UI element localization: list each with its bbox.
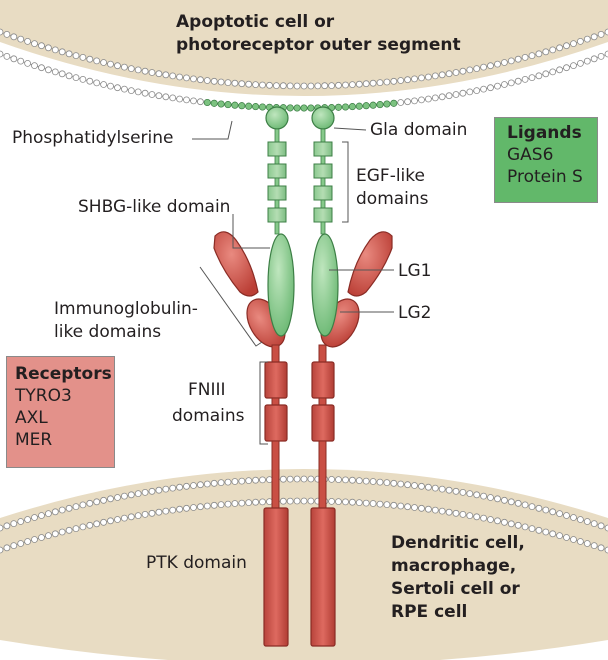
receptor-item-tyro3: TYRO3 xyxy=(15,386,72,406)
receptor-right xyxy=(310,231,393,647)
fniii-domain-left-2 xyxy=(264,404,288,442)
receptor-left xyxy=(213,231,289,647)
egf-domain-right-2 xyxy=(313,163,333,179)
lg-domains-left xyxy=(267,233,295,337)
bottom-cell-label-line2: macrophage, xyxy=(391,556,517,576)
fniii-domain-right-2 xyxy=(311,404,335,442)
lg-domains-right xyxy=(311,233,339,337)
fniii-domain-left-1 xyxy=(264,361,288,399)
top-cell-membrane xyxy=(0,0,608,112)
ligands-box: Ligands GAS6 Protein S xyxy=(494,117,598,203)
receptor-item-axl: AXL xyxy=(15,408,48,428)
receptors-box: Receptors TYRO3 AXL MER xyxy=(6,356,115,468)
egf-domain-right-4 xyxy=(313,207,333,223)
ligands-box-title: Ligands xyxy=(507,123,582,143)
shbg-label: SHBG-like domain xyxy=(78,197,231,217)
egf-domain-right-3 xyxy=(313,185,333,201)
fniii-domain-right-1 xyxy=(311,361,335,399)
ptk-domain-left xyxy=(263,507,289,647)
transmembrane-right xyxy=(318,440,327,510)
ptk-label: PTK domain xyxy=(146,553,247,573)
bracket-fniii xyxy=(259,361,268,445)
ligand-item-protein-s: Protein S xyxy=(507,167,583,187)
gla-domain-right xyxy=(311,106,335,130)
lg1-label: LG1 xyxy=(398,261,432,281)
leader-lines xyxy=(192,120,394,445)
fniii-label-line2: domains xyxy=(172,406,245,426)
gla-domain-left xyxy=(265,106,289,130)
egf-domain-left-1 xyxy=(267,141,287,157)
phosphatidylserine-dots xyxy=(203,98,398,112)
gla-domain-label: Gla domain xyxy=(370,120,468,140)
ligand-item-gas6: GAS6 xyxy=(507,145,554,165)
top-cell-label-line2: photoreceptor outer segment xyxy=(176,35,461,55)
egf-domain-left-4 xyxy=(267,207,287,223)
fniii-label-line1: FNIII xyxy=(188,380,226,400)
egf-domain-left-2 xyxy=(267,163,287,179)
bottom-cell-cytoplasm xyxy=(0,469,608,660)
bracket-ig xyxy=(199,266,263,347)
receptor-item-mer: MER xyxy=(15,430,53,450)
ig-domain-left-outer xyxy=(213,231,259,297)
ligand-right xyxy=(311,106,339,337)
bottom-lipid-bilayer xyxy=(0,475,608,554)
leader-phosphatidylserine xyxy=(192,120,233,140)
egf-domain-right-1 xyxy=(313,141,333,157)
leader-shbg xyxy=(232,214,270,249)
receptors-box-title: Receptors xyxy=(15,364,112,384)
ptk-domain-right xyxy=(310,507,336,647)
bracket-egf xyxy=(342,141,349,223)
ligand-left xyxy=(265,106,295,337)
phosphatidylserine-label: Phosphatidylserine xyxy=(12,128,174,148)
leader-gla-domain xyxy=(333,127,367,131)
ig-label-line2: like domains xyxy=(54,322,162,342)
top-cell-label-line1: Apoptotic cell or xyxy=(176,12,335,32)
bottom-cell-label-line3: Sertoli cell or xyxy=(391,579,520,599)
bottom-cell-label-line4: RPE cell xyxy=(391,602,468,622)
egf-like-label-line1: EGF-like xyxy=(356,166,425,186)
bottom-cell-label-line1: Dendritic cell, xyxy=(391,533,525,553)
egf-domain-left-3 xyxy=(267,185,287,201)
egf-like-label-line2: domains xyxy=(356,189,429,209)
bottom-cell-membrane xyxy=(0,469,608,660)
ig-domain-right-outer xyxy=(347,231,393,297)
transmembrane-left xyxy=(271,440,280,510)
lg2-label: LG2 xyxy=(398,303,432,323)
ig-label-line1: Immunoglobulin- xyxy=(54,299,198,319)
